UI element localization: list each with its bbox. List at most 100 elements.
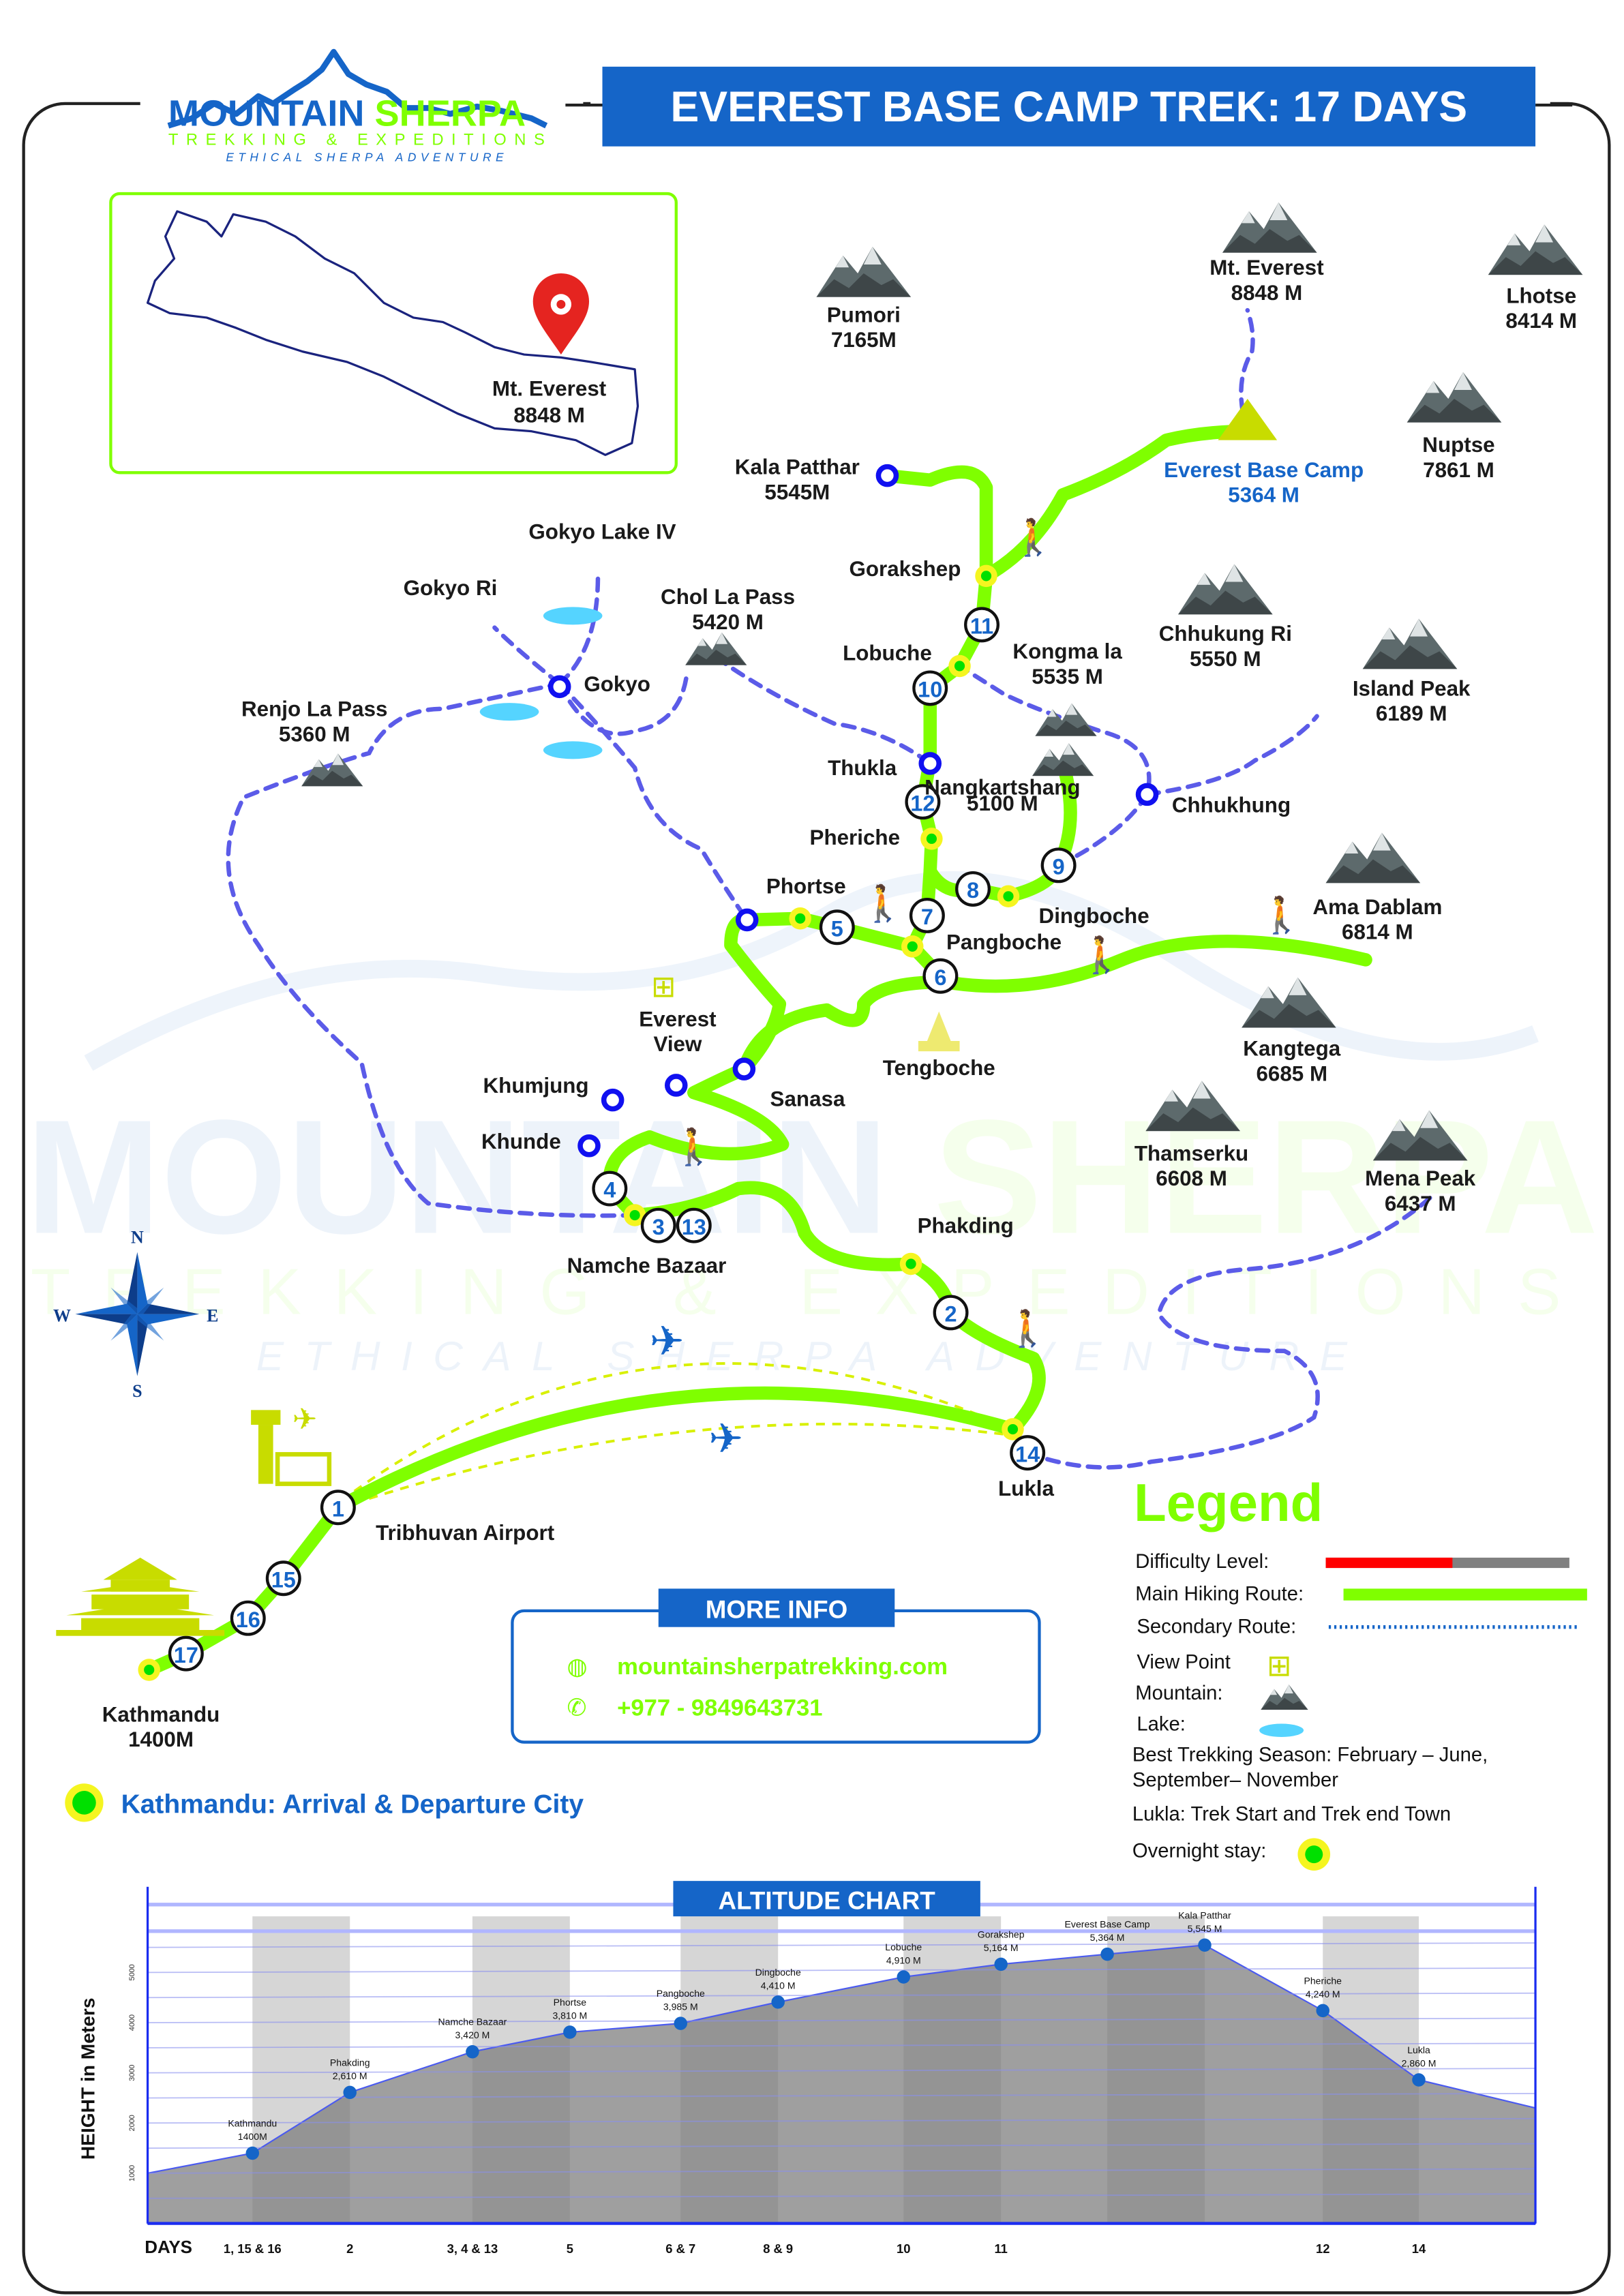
chart-point	[563, 2025, 577, 2039]
y-tick-label: 2000	[128, 2115, 136, 2131]
gridline	[147, 2068, 1536, 2074]
logo-mountain-icon	[167, 48, 548, 129]
chart-point	[245, 2146, 260, 2160]
point-name-label: Kala Patthar	[1178, 1909, 1231, 1920]
secondary-routes	[226, 307, 1434, 1470]
lake-icon	[479, 703, 539, 721]
website-link[interactable]: mountainsherpatrekking.com	[617, 1654, 948, 1680]
binoculars-icon: ⊞	[651, 971, 676, 1003]
title-banner	[602, 66, 1536, 147]
place-label: Tengboche	[883, 1056, 995, 1080]
svg-text:13: 13	[682, 1215, 706, 1239]
mountain-name: Island Peak	[1353, 676, 1471, 700]
chart-point	[1316, 2004, 1329, 2018]
mountain-height: 6437 M	[1385, 1192, 1456, 1215]
day-tick-label: 5	[567, 2241, 573, 2256]
svg-text:5: 5	[831, 916, 843, 941]
inset-label: Mt. Everest	[492, 377, 607, 401]
chart-title-banner	[673, 1881, 980, 1917]
point-name-label: Dingboche	[755, 1967, 801, 1978]
mountain-height: 8414 M	[1505, 309, 1577, 333]
mountain-name: Chol La Pass	[661, 585, 795, 609]
waypoint-dot	[664, 1074, 688, 1097]
chart-point	[1198, 1938, 1212, 1952]
svg-text:S: S	[132, 1381, 142, 1401]
day-marker-3: 3	[640, 1207, 676, 1243]
gridline	[147, 2017, 1536, 2023]
chart-point	[897, 1970, 911, 1984]
place-sublabel: 5545M	[764, 480, 830, 504]
place-sublabel: View	[653, 1032, 702, 1056]
gridline	[147, 2117, 1536, 2124]
mountain-name: Mena Peak	[1365, 1166, 1476, 1190]
svg-text:Main Hiking Route:: Main Hiking Route:	[1135, 1584, 1304, 1605]
place-label: Gokyo	[584, 672, 650, 696]
svg-text:16: 16	[236, 1607, 260, 1632]
place-label: Khumjung	[483, 1074, 589, 1098]
svg-text:8: 8	[967, 878, 979, 903]
lake-icon	[1259, 1723, 1304, 1738]
day-marker-4: 4	[592, 1170, 628, 1207]
mountain-name: Mt. Everest	[1209, 256, 1324, 280]
svg-text:Best Trekking Season: February: Best Trekking Season: February – June,	[1132, 1744, 1488, 1766]
chart-point	[1100, 1947, 1114, 1961]
waypoint-dot	[547, 675, 571, 699]
mountain-name: Nangkartshang	[924, 775, 1080, 799]
day-tick-label: 8 & 9	[763, 2241, 793, 2256]
waypoint-dot	[732, 1057, 756, 1081]
airplane-icon: ✈	[708, 1415, 743, 1462]
svg-text:Mountain:: Mountain:	[1135, 1682, 1222, 1704]
place-label: Everest	[639, 1007, 717, 1031]
lake-icon	[543, 607, 603, 625]
hiker-icon: 🚶	[1079, 935, 1124, 976]
day-marker-15: 15	[265, 1560, 301, 1597]
point-value-label: 1400M	[238, 2131, 267, 2142]
point-value-label: 4,910 M	[886, 1955, 921, 1966]
mountain-name: Kongma la	[1012, 639, 1122, 663]
svg-text:1: 1	[332, 1496, 344, 1521]
nepal-outline	[146, 210, 640, 456]
place-label: Kathmandu	[102, 1702, 220, 1726]
svg-text:14: 14	[1015, 1442, 1040, 1466]
gridline	[147, 2042, 1536, 2049]
svg-text:15: 15	[271, 1567, 296, 1592]
gridline	[147, 1942, 1536, 1948]
temple-icon	[56, 1557, 225, 1636]
point-value-label: 5,364 M	[1090, 1932, 1125, 1943]
hiker-icon: 🚶	[1011, 517, 1055, 558]
point-value-label: 3,810 M	[552, 2010, 587, 2021]
main-route-segment	[923, 768, 1077, 903]
mountain-height: 6814 M	[1342, 920, 1413, 944]
waypoint-dot	[875, 464, 899, 487]
secondary-route-segment	[557, 681, 749, 922]
point-value-label: 5,545 M	[1188, 1923, 1222, 1934]
mountain-height: 5100 M	[967, 791, 1038, 815]
svg-text:9: 9	[1053, 854, 1065, 879]
mountain-icon	[1261, 1685, 1308, 1710]
svg-text:Kathmandu: Arrival & Departure: Kathmandu: Arrival & Departure City	[121, 1790, 584, 1819]
secondary-route-segment	[957, 663, 1152, 868]
day-marker-2: 2	[933, 1295, 969, 1331]
day-tick-label: 11	[994, 2241, 1007, 2256]
svg-text:7: 7	[921, 905, 933, 929]
place-label: Gokyo Ri	[404, 576, 498, 600]
globe-icon: ◍	[567, 1654, 588, 1680]
svg-text:Legend: Legend	[1134, 1472, 1323, 1532]
svg-text:Secondary Route:: Secondary Route:	[1137, 1616, 1296, 1637]
flight-paths: ✈ ✈	[353, 1318, 1019, 1500]
watermark: MOUNTAIN SHERPA TREKKING & EXPEDITIONS E…	[26, 871, 1598, 1379]
svg-text:2: 2	[945, 1302, 957, 1327]
airplane-icon: ✈	[650, 1318, 685, 1364]
point-name-label: Kathmandu	[228, 2117, 277, 2128]
svg-text:10: 10	[918, 678, 942, 702]
lakes	[479, 607, 603, 759]
point-value-label: 3,985 M	[663, 2002, 698, 2012]
mountain-name: Nuptse	[1422, 433, 1494, 457]
day-marker-11: 11	[964, 607, 1000, 643]
chart-point	[1412, 2073, 1426, 2087]
chart-point	[466, 2044, 479, 2059]
hiker-icon: 🚶	[1259, 894, 1304, 935]
phone-number[interactable]: +977 - 9849643731	[617, 1695, 822, 1721]
